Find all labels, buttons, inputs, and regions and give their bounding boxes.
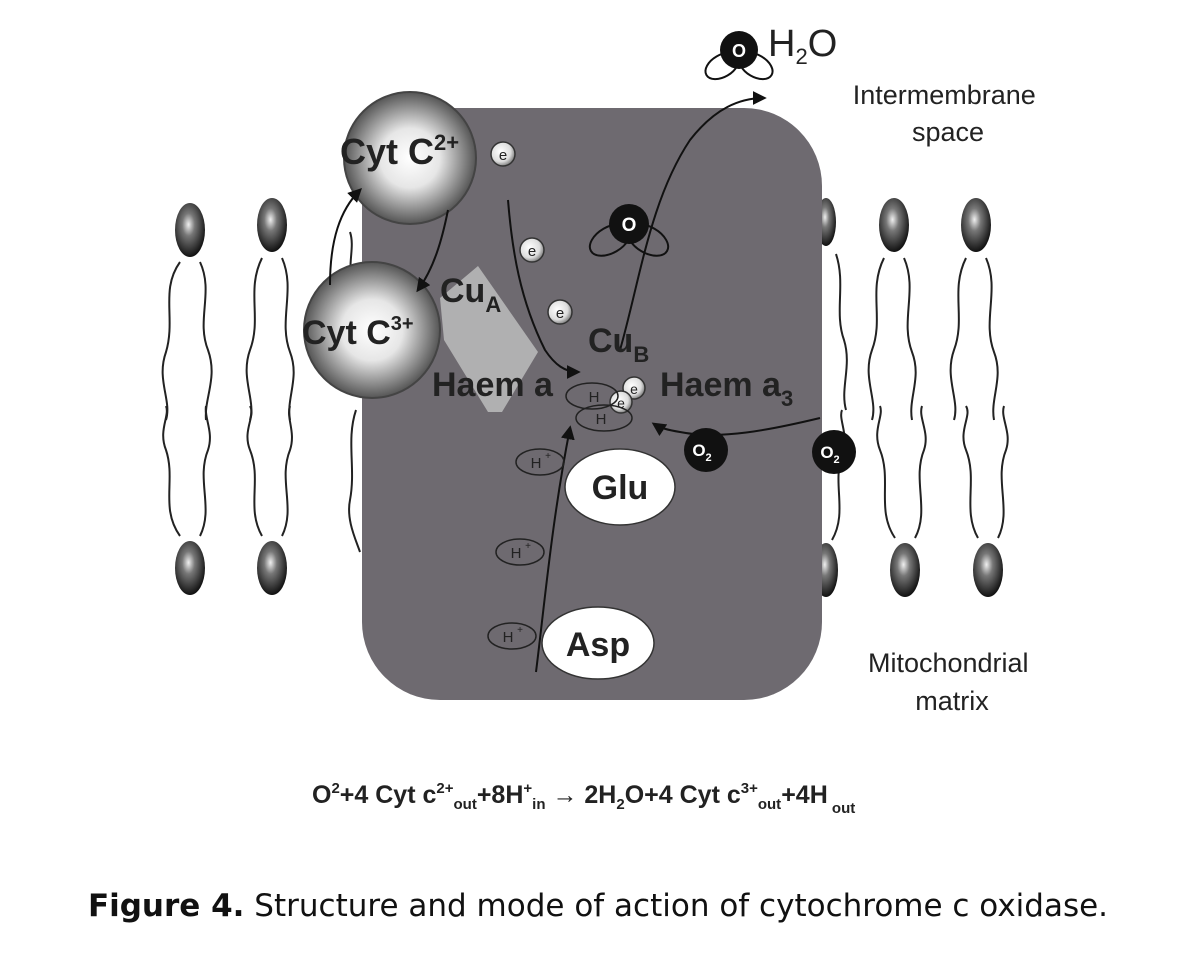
svg-text:e: e xyxy=(556,305,564,322)
cua-label: CuA xyxy=(440,272,501,317)
o2-molecule-icon: O2 xyxy=(812,430,856,474)
figure-caption: Figure 4. Structure and mode of action o… xyxy=(0,888,1196,924)
svg-text:O2: O2 xyxy=(692,441,711,464)
haem-a3-label: Haem a3 xyxy=(660,366,793,411)
cytochrome-c-3plus xyxy=(303,261,441,399)
cytochrome-c-2plus xyxy=(343,91,477,225)
electron-icon: e xyxy=(547,299,573,325)
glu-residue: Glu xyxy=(564,448,676,526)
cytc3-label: Cyt C3+ xyxy=(302,313,414,352)
svg-text:Glu: Glu xyxy=(592,469,649,507)
intermembrane-label: Intermembrane space xyxy=(853,80,1044,147)
proton-icon: H + xyxy=(495,538,545,566)
o2-entry-arrow xyxy=(651,417,821,437)
membrane-left xyxy=(161,198,361,595)
svg-text:H: H xyxy=(589,389,600,406)
electron-icon: e xyxy=(609,390,633,414)
water-molecule-icon: O xyxy=(704,31,774,81)
o2-molecule-icon: O2 xyxy=(684,428,728,472)
lipid-head-icon xyxy=(814,198,1003,597)
membrane-right xyxy=(814,198,1009,597)
svg-text:e: e xyxy=(528,243,536,260)
svg-text:O2: O2 xyxy=(820,443,839,466)
svg-text:H: H xyxy=(503,629,514,646)
figure-caption-text: Structure and mode of action of cytochro… xyxy=(244,888,1109,924)
water-release-arrow xyxy=(619,91,767,351)
cua-haem-region xyxy=(440,266,538,412)
svg-text:H: H xyxy=(531,455,542,472)
cytc2-label: Cyt C2+ xyxy=(340,130,459,172)
lipid-tails xyxy=(831,253,1009,541)
electron-icon: e xyxy=(519,237,545,263)
matrix-label: Mitochondrial matrix xyxy=(868,648,1036,716)
electron-path-arrow xyxy=(507,199,581,379)
figure-number: Figure 4. xyxy=(87,888,245,924)
lipid-tails xyxy=(161,231,361,553)
svg-text:e: e xyxy=(499,147,507,164)
svg-text:e: e xyxy=(617,395,625,411)
svg-text:H: H xyxy=(596,411,607,428)
water-label: H2O xyxy=(768,23,837,69)
svg-text:+: + xyxy=(525,541,531,552)
electron-icon: e xyxy=(490,141,516,167)
oxygen-atom-icon: O xyxy=(588,204,670,257)
arrow-cytc3-to-cytc2 xyxy=(329,188,362,286)
svg-text:+: + xyxy=(517,625,523,636)
arrow-cytc2-to-cua xyxy=(416,209,449,293)
proton-icon: H H xyxy=(565,382,633,432)
proton-icon: H + xyxy=(515,448,565,476)
reaction-equation: O2+4 Cyt c2+out+8H+in → 2H2O+4 Cyt c3+ou… xyxy=(312,780,855,817)
svg-text:e: e xyxy=(630,381,638,397)
svg-text:Asp: Asp xyxy=(566,626,630,664)
proton-icon: H + xyxy=(487,622,537,650)
svg-text:O: O xyxy=(622,215,637,236)
svg-text:+: + xyxy=(545,451,551,462)
svg-text:H: H xyxy=(511,545,522,562)
cub-label: CuB xyxy=(588,322,649,367)
lipid-head-icon xyxy=(175,198,287,595)
protein-complex xyxy=(362,108,822,700)
haem-a-label: Haem a xyxy=(432,366,554,404)
asp-residue: Asp xyxy=(541,606,655,680)
svg-text:O: O xyxy=(732,41,746,61)
